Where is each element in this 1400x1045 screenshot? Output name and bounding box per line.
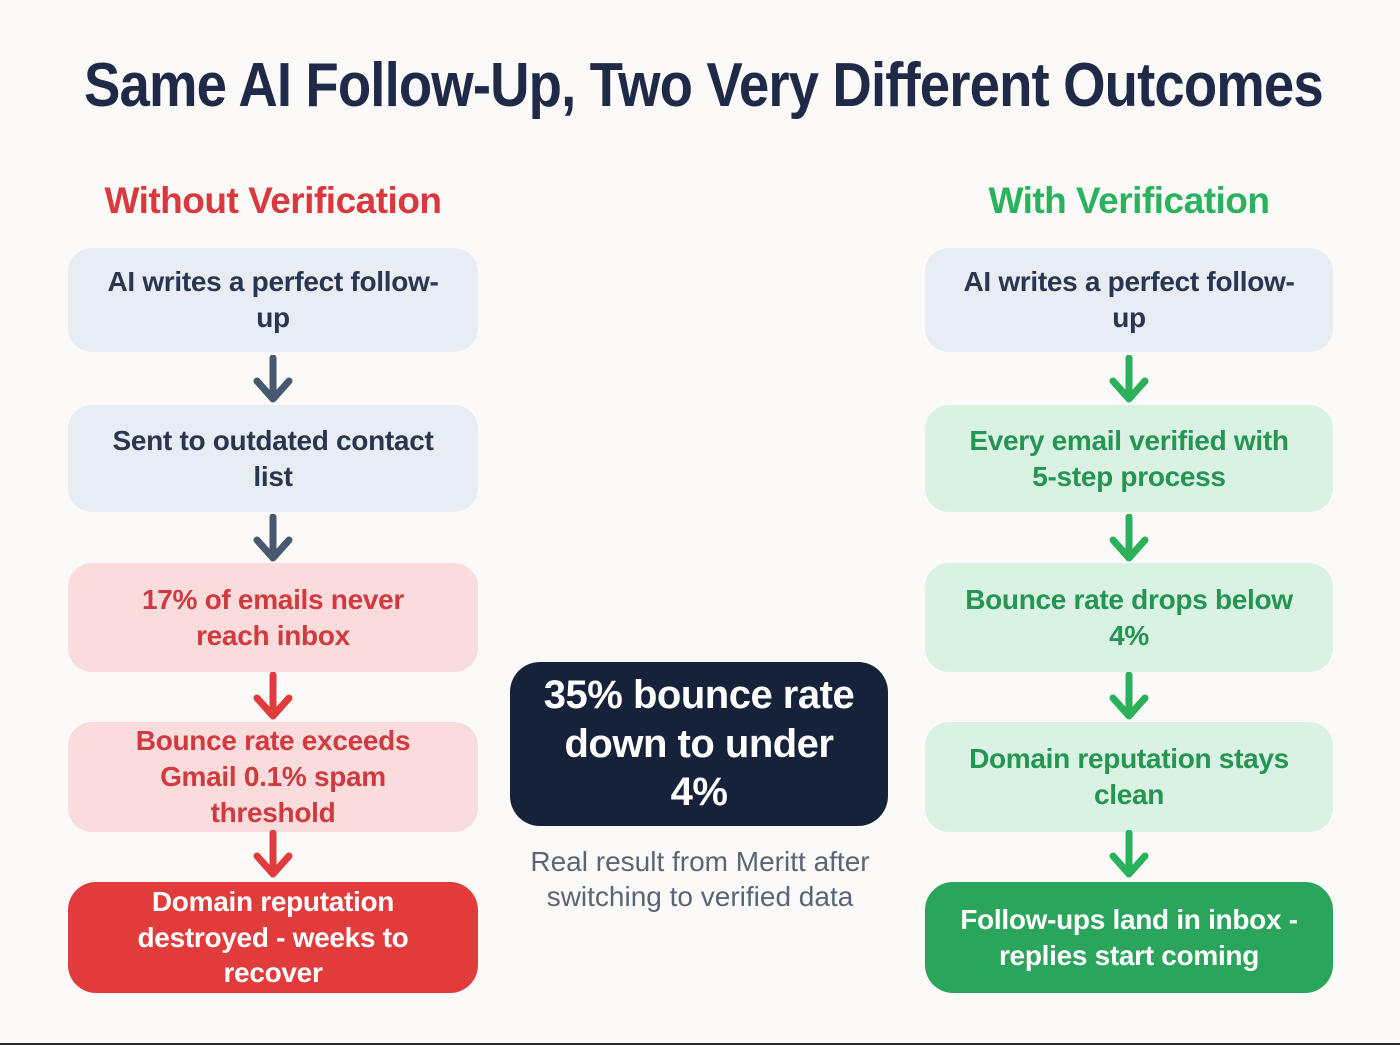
page-title: Same AI Follow-Up, Two Very Different Ou… [84,51,1324,120]
left-column-header: Without Verification [104,180,442,221]
down-arrow-icon [250,830,296,878]
left-step-3-box: 17% of emails never reach inbox [68,563,478,672]
center-caption: Real result from Meritt after switching … [530,846,870,912]
down-arrow-icon [250,355,296,403]
down-arrow-icon [1106,830,1152,878]
right-step-2-box: Every email verified with 5-step process [925,405,1333,512]
left-step-2-box: Sent to outdated contact list [68,405,478,512]
down-arrow-icon [1106,672,1152,720]
down-arrow-icon [250,672,296,720]
right-step-3-box: Bounce rate drops below 4% [925,563,1333,672]
center-stat-box: 35% bounce rate down to under 4% [510,662,888,826]
left-step-5-box: Domain reputation destroyed - weeks to r… [68,882,478,993]
right-step-5-box: Follow-ups land in inbox - replies start… [925,882,1333,993]
right-step-1-box: AI writes a perfect follow-up [925,248,1333,352]
down-arrow-icon [250,514,296,562]
left-step-4-box: Bounce rate exceeds Gmail 0.1% spam thre… [68,722,478,832]
right-column-header: With Verification [988,180,1270,221]
down-arrow-icon [1106,355,1152,403]
right-step-4-box: Domain reputation stays clean [925,722,1333,832]
down-arrow-icon [1106,514,1152,562]
left-step-1-box: AI writes a perfect follow-up [68,248,478,352]
bottom-edge-line [0,1043,1400,1045]
